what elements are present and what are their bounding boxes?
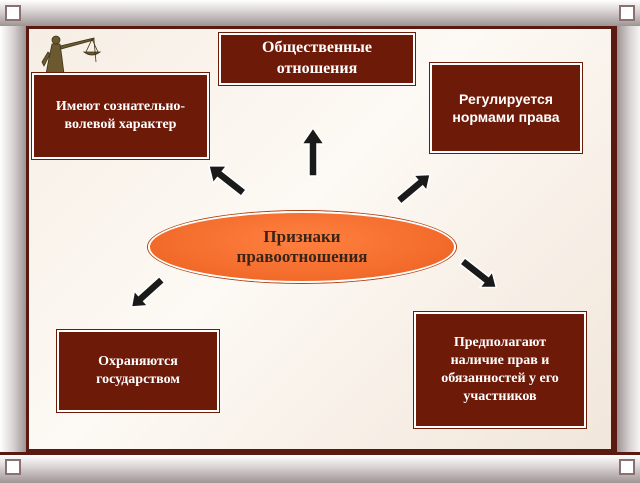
frame-corner: [619, 459, 635, 475]
center-oval: Признаки правоотношения: [148, 211, 456, 283]
arrow-icon-down-right: [458, 256, 498, 289]
frame-corner: [5, 459, 21, 475]
frame-bottom: [0, 452, 640, 483]
scales-of-justice-icon: [41, 35, 102, 75]
box-protected-by-state-text: Охраняются государством: [96, 353, 180, 387]
arrow-icon-up: [300, 126, 326, 177]
box-regulated-by-law-text: Регулируется нормами права: [452, 90, 560, 125]
frame-right: [614, 26, 640, 452]
box-regulated-by-law: Регулируется нормами права: [430, 63, 582, 153]
box-protected-by-state: Охраняются государством: [57, 330, 219, 412]
arrow-icon-up-left: [207, 165, 248, 198]
center-oval-text: Признаки правоотношения: [236, 226, 368, 266]
arrow-icon-up-right: [395, 173, 432, 205]
box-social-relations: Общественные отношения: [219, 33, 415, 85]
box-social-relations-text: Общественные отношения: [262, 39, 372, 77]
box-rights-and-duties: Предполагают наличие прав и обязанностей…: [414, 312, 586, 428]
arrow-icon-down-left: [130, 275, 166, 308]
frame-top: [0, 0, 640, 29]
frame-corner: [619, 5, 635, 21]
box-volitional-character-text: Имеют сознательно-волевой характер: [55, 98, 186, 132]
frame-left: [0, 26, 29, 452]
frame-corner: [5, 5, 21, 21]
box-rights-and-duties-text: Предполагают наличие прав и обязанностей…: [441, 334, 559, 405]
box-volitional-character: Имеют сознательно-волевой характер: [32, 73, 209, 159]
